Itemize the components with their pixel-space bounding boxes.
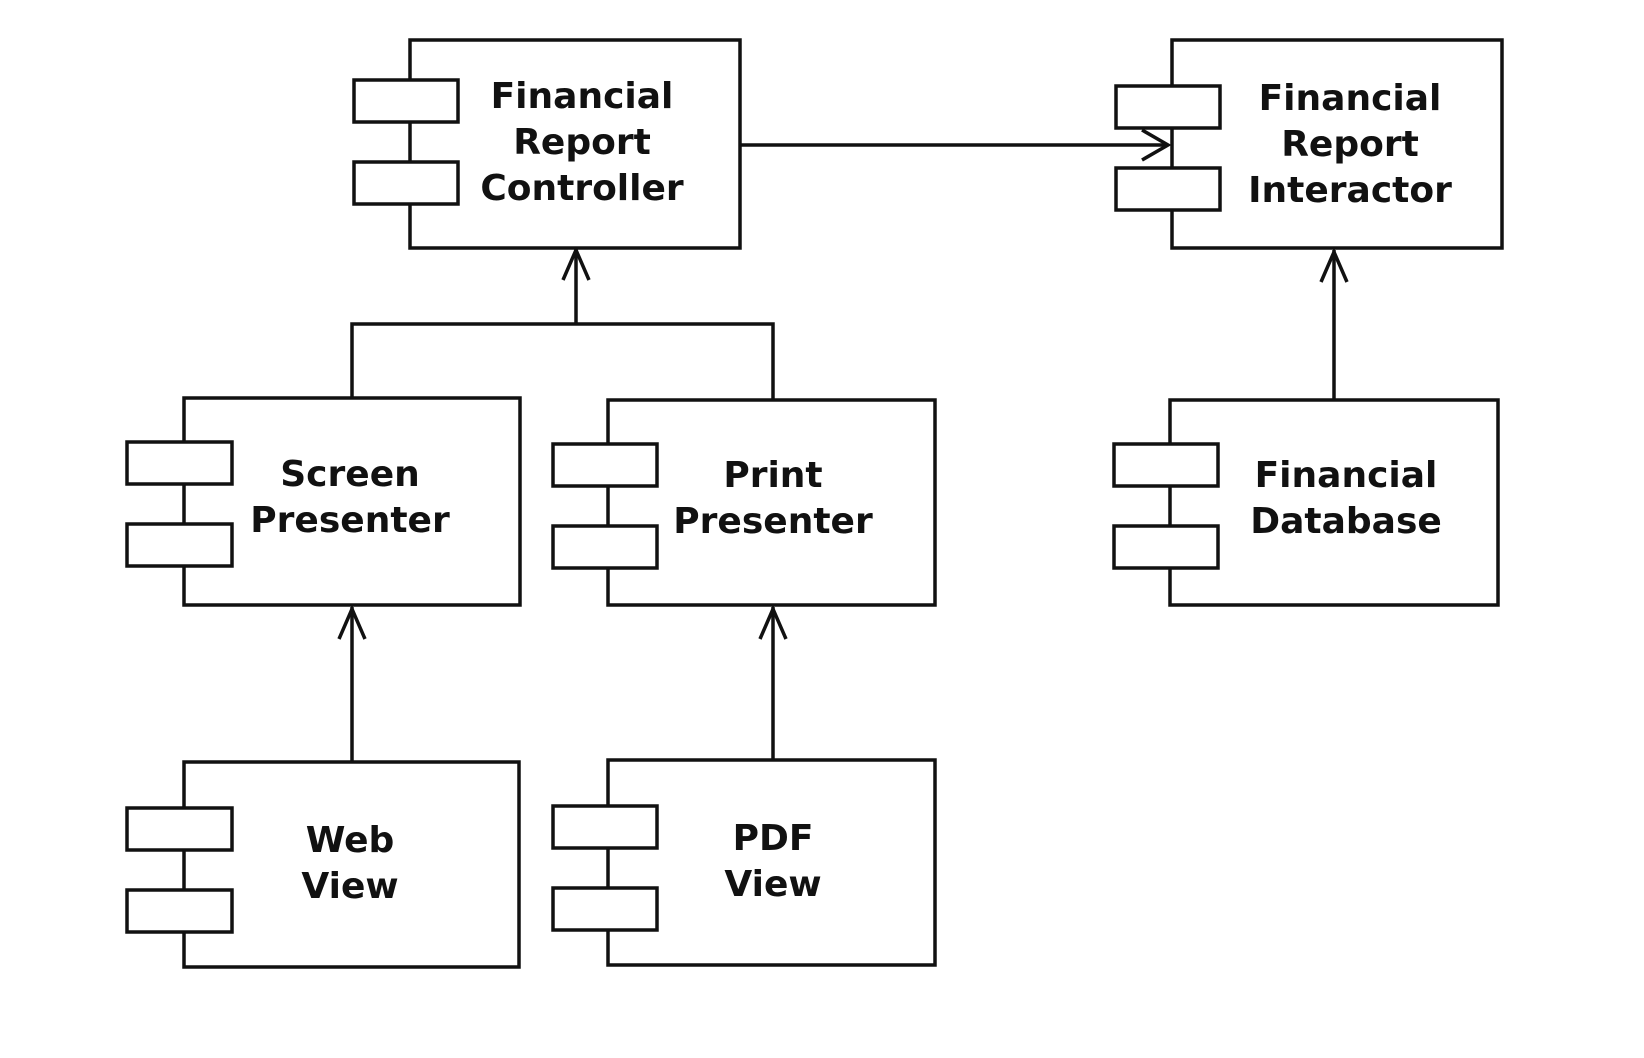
component-body (182, 396, 522, 607)
component-label-line: Report (1281, 124, 1419, 165)
component-screen-presenter: Screen Presenter (125, 396, 522, 607)
component-port-icon (125, 806, 234, 852)
component-label-line: Report (513, 122, 651, 163)
component-port-icon (1112, 442, 1220, 488)
component-port-icon (1112, 524, 1220, 570)
arrowhead-interactor-bottom (1319, 247, 1349, 283)
component-web-view: Web View (125, 760, 521, 969)
component-label-line: Screen (280, 454, 419, 495)
component-label-line: PDF (733, 818, 814, 859)
component-port-icon (125, 888, 234, 934)
component-financial-report-controller: Financial Report Controller (352, 38, 742, 250)
component-body (606, 758, 937, 967)
component-port-icon (125, 440, 234, 486)
component-body (408, 38, 742, 250)
component-pdf-view: PDF View (551, 758, 937, 967)
component-label-line: Financial (491, 76, 674, 117)
component-body (1168, 398, 1500, 607)
component-label-line: Interactor (1248, 170, 1452, 211)
component-port-icon (125, 522, 234, 568)
component-body (182, 760, 521, 969)
component-port-icon (1114, 166, 1222, 212)
edge-screen-presenter-to-controller (350, 322, 576, 398)
dependency-edges (337, 128, 1349, 762)
component-label-line: Controller (480, 168, 684, 209)
component-port-icon (1114, 84, 1222, 130)
component-label-line: Financial (1259, 78, 1442, 119)
component-port-icon (551, 886, 659, 932)
edge-print-presenter-to-controller (576, 322, 775, 400)
component-financial-database: Financial Database (1112, 398, 1500, 607)
arrowhead-screen-presenter-bottom (337, 604, 367, 640)
component-label-line: Database (1250, 501, 1442, 542)
component-print-presenter: Print Presenter (551, 398, 937, 607)
arrowhead-interactor-left (1141, 128, 1172, 162)
component-port-icon (352, 78, 460, 124)
component-label-line: View (301, 866, 398, 907)
component-port-icon (551, 442, 659, 488)
component-port-icon (551, 804, 659, 850)
component-label-line: Web (306, 820, 395, 861)
component-port-icon (352, 160, 460, 206)
component-label-line: Presenter (250, 500, 450, 541)
arrowhead-controller-bottom (561, 245, 591, 281)
component-label-line: Print (723, 455, 822, 496)
component-label-line: Presenter (673, 501, 873, 542)
component-port-icon (551, 524, 659, 570)
component-body (1170, 38, 1504, 250)
component-label-line: Financial (1255, 455, 1438, 496)
component-body (606, 398, 937, 607)
component-financial-report-interactor: Financial Report Interactor (1114, 38, 1504, 250)
component-label-line: View (724, 864, 821, 905)
arrowhead-print-presenter-bottom (758, 604, 788, 640)
